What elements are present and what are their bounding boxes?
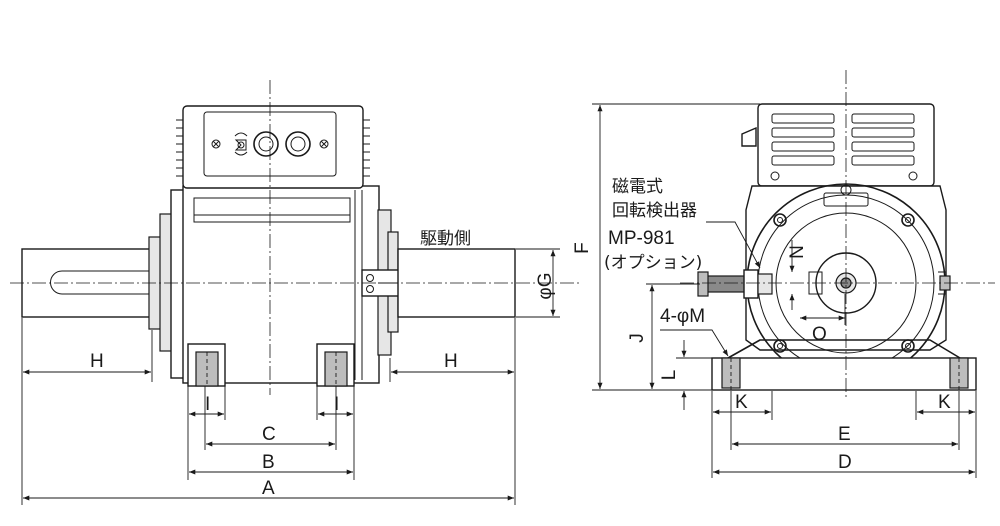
label-m: 4-φM — [660, 306, 705, 327]
screw-icon — [211, 139, 221, 149]
end-view — [592, 70, 995, 478]
drive-side-label: 駆動側 — [420, 229, 471, 249]
label-o: O — [812, 324, 827, 345]
label-h-left: H — [90, 351, 104, 372]
label-a: A — [262, 478, 275, 499]
sensor-label-line2: 回転検出器 — [612, 201, 697, 221]
label-c: C — [262, 424, 276, 445]
label-i-right: I — [334, 394, 339, 415]
terminal-box — [176, 105, 370, 189]
sensor-leader — [706, 221, 761, 269]
connector-icon — [253, 131, 279, 157]
label-i-left: I — [205, 394, 210, 415]
label-n: N — [787, 245, 808, 259]
sensor-model-label: MP-981 — [608, 228, 675, 249]
rotation-arrow-icon — [234, 132, 248, 137]
label-f: F — [572, 242, 593, 254]
sensor-option-label: (オプション) — [604, 253, 702, 273]
end-base — [711, 339, 977, 391]
label-j: J — [627, 333, 648, 343]
feet — [187, 343, 355, 387]
label-k-left: K — [735, 392, 748, 413]
screw-icon — [319, 139, 329, 149]
end-terminal-box — [741, 103, 935, 187]
label-k-right: K — [938, 392, 951, 413]
connector-icon — [285, 131, 311, 157]
label-l: L — [659, 370, 680, 381]
label-b: B — [262, 452, 275, 473]
sensor-label-line1: 磁電式 — [612, 177, 663, 197]
label-h-right: H — [444, 351, 458, 372]
label-g: φG — [535, 272, 556, 299]
leader-m — [660, 329, 729, 357]
label-d: D — [838, 452, 852, 473]
side-view — [10, 80, 580, 505]
magnetic-sensor — [697, 269, 773, 299]
label-e: E — [838, 424, 851, 445]
